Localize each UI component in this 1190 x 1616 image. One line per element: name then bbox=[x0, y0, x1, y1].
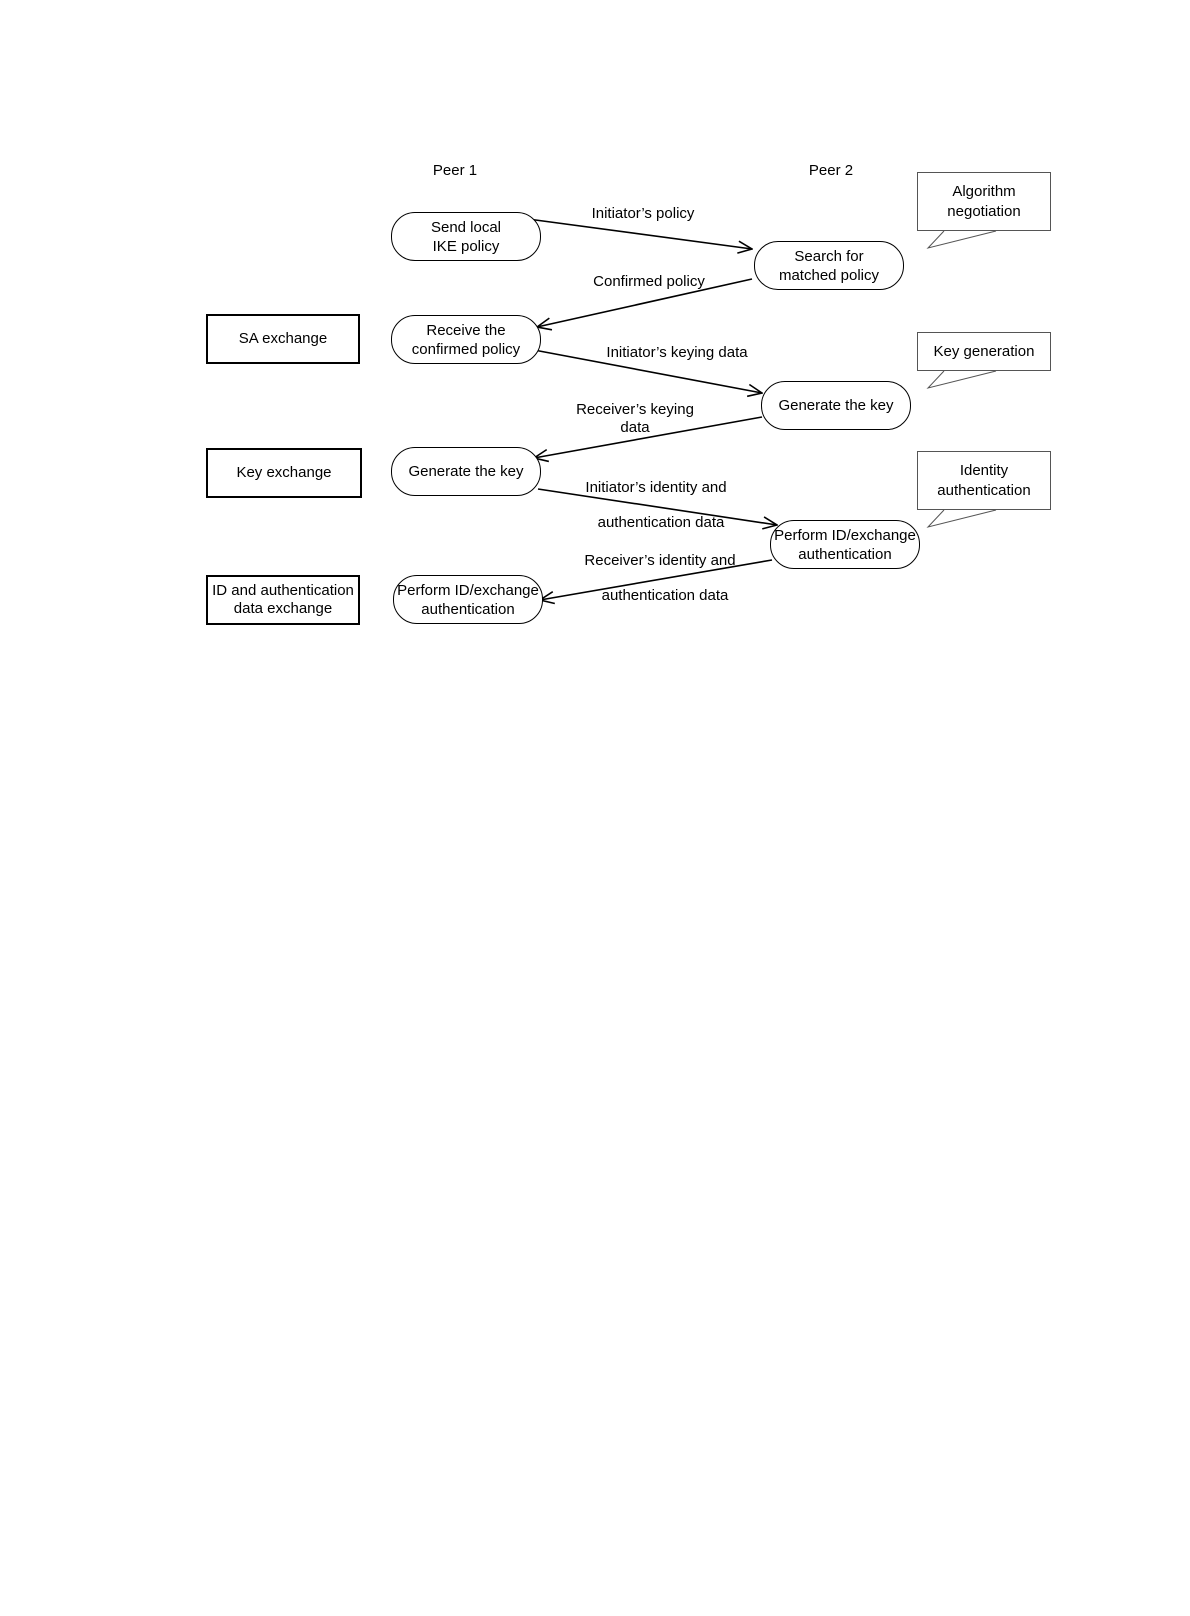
msg-initiator-policy: Initiator’s policy bbox=[591, 205, 695, 222]
msg-receiver-keying: Receiver’s keying data bbox=[576, 401, 694, 436]
peer1-perform-auth-node: Perform ID/exchange authentication bbox=[393, 575, 543, 624]
callout-tail-algorithm bbox=[926, 230, 997, 249]
callout-key-generation: Key generation bbox=[917, 332, 1051, 371]
peer2-perform-auth-node: Perform ID/exchange authentication bbox=[770, 520, 920, 569]
msg-initiator-identity-line1: Initiator’s identity and bbox=[585, 479, 727, 496]
msg-receiver-identity-line1: Receiver’s identity and bbox=[584, 552, 736, 569]
callout-algorithm-negotiation: Algorithm negotiation bbox=[917, 172, 1051, 231]
peer1-receive-policy-node: Receive the confirmed policy bbox=[391, 315, 541, 364]
arrow-confirmed-policy bbox=[537, 278, 753, 327]
stage-key-exchange: Key exchange bbox=[206, 448, 362, 498]
arrow-initiator-keying bbox=[533, 349, 762, 393]
peer1-generate-key-node: Generate the key bbox=[391, 447, 541, 496]
arrow-receiver-keying bbox=[534, 416, 763, 458]
arrow-receiver-identity bbox=[540, 559, 773, 600]
peer-1-label: Peer 1 bbox=[432, 162, 478, 179]
callout-identity-authentication: Identity authentication bbox=[917, 451, 1051, 510]
peer1-send-policy-node: Send local IKE policy bbox=[391, 212, 541, 261]
arrow-initiator-policy bbox=[527, 218, 752, 249]
msg-initiator-identity-line2: authentication data bbox=[597, 514, 725, 531]
callout-tail-identity bbox=[926, 509, 997, 528]
msg-confirmed-policy: Confirmed policy bbox=[593, 273, 705, 290]
peer2-search-policy-node: Search for matched policy bbox=[754, 241, 904, 290]
msg-receiver-identity-line2: authentication data bbox=[601, 587, 729, 604]
callout-tail-keygen bbox=[926, 370, 997, 389]
stage-sa-exchange: SA exchange bbox=[206, 314, 360, 364]
stage-id-auth-exchange: ID and authentication data exchange bbox=[206, 575, 360, 625]
arrow-initiator-identity bbox=[537, 488, 777, 525]
peer-2-label: Peer 2 bbox=[808, 162, 854, 179]
msg-initiator-keying: Initiator’s keying data bbox=[606, 344, 748, 361]
peer2-generate-key-node: Generate the key bbox=[761, 381, 911, 430]
